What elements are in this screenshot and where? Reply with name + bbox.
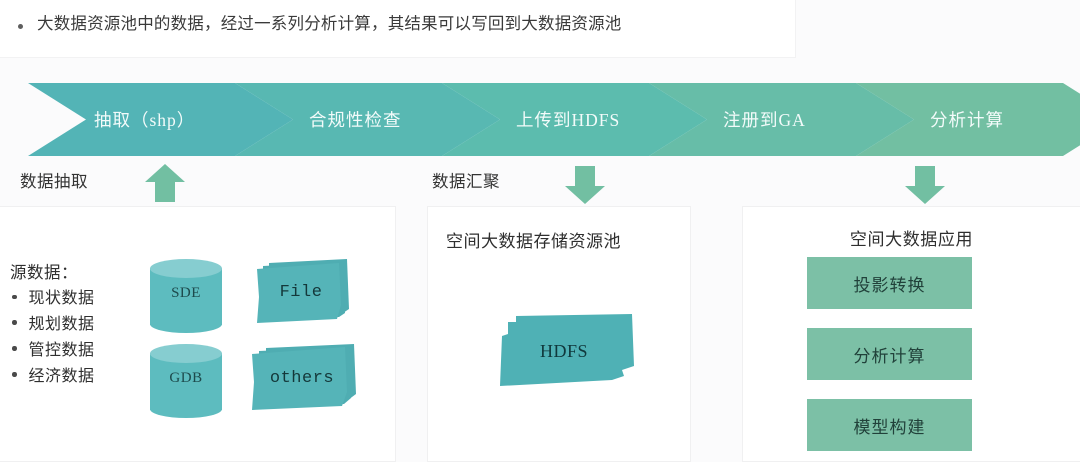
source-data-list-wrap: 源数据： 现状数据 规划数据 管控数据 经济数据 [10,259,150,390]
database-label: SDE [171,285,201,301]
app-box-label: 投影转换 [853,275,926,295]
document-label: HDFS [539,340,589,361]
source-data-list: 现状数据 规划数据 管控数据 经济数据 [10,286,150,390]
list-item-label: 经济数据 [28,367,95,385]
document-icon [257,259,349,323]
app-box-label: 模型构建 [853,417,926,437]
document-shape-hdfs: HDFS [494,310,634,392]
flow-step-label: 合规性检查 [309,110,402,130]
database-cylinder-gdb: GDB [150,344,222,418]
cylinder-top [150,259,222,278]
caption-data-extraction: 数据抽取 [20,172,88,191]
app-box-label: 分析计算 [853,346,926,366]
panel-source-data: 源数据： 现状数据 规划数据 管控数据 经济数据 [0,206,396,462]
bullet-point-icon [12,346,17,351]
cylinder-top [150,344,222,363]
arrow-up-icon [145,164,185,202]
bullet-point-icon [12,320,17,325]
flow-step-analysis-compute[interactable]: 分析计算 [856,83,1080,156]
list-item-label: 规划数据 [28,315,95,333]
document-shape-others: others [248,342,356,414]
header-bullet-row: 大数据资源池中的数据，经过一系列分析计算，其结果可以写回到大数据资源池 [18,12,778,36]
list-item: 经济数据 [10,364,150,390]
bullet-point-icon [12,372,17,377]
flow-step-label: 分析计算 [930,110,1004,130]
source-data-title: 源数据： [10,263,78,282]
header-bullet-text: 大数据资源池中的数据，经过一系列分析计算，其结果可以写回到大数据资源池 [37,14,622,33]
app-box-projection-transform[interactable]: 投影转换 [807,257,972,309]
storage-panel-title: 空间大数据存储资源池 [446,232,621,251]
database-label: GDB [169,370,203,386]
panel-storage-pool: 空间大数据存储资源池 HDFS [427,206,691,462]
app-box-model-building[interactable]: 模型构建 [807,399,972,451]
document-label: File [279,282,323,302]
caption-data-convergence: 数据汇聚 [432,172,500,191]
flow-step-label: 上传到HDFS [516,110,621,130]
list-item: 规划数据 [10,312,150,338]
flow-step-label: 抽取（shp） [94,110,196,130]
app-panel-title: 空间大数据应用 [849,230,974,249]
panel-applications: 空间大数据应用 投影转换 分析计算 模型构建 [742,206,1080,462]
bullet-point-icon [18,24,23,29]
flow-step-label: 注册到GA [723,110,806,130]
bullet-point-icon [12,294,17,299]
app-box-analysis-compute[interactable]: 分析计算 [807,328,972,380]
process-flow-bar: 抽取（shp） 合规性检查 上传到HDFS 注册到GA 分析计算 [28,83,1080,156]
header-card: 大数据资源池中的数据，经过一系列分析计算，其结果可以写回到大数据资源池 [0,0,795,57]
document-shape-file: File [253,257,349,327]
arrow-down-icon-storage [565,166,605,204]
list-item: 管控数据 [10,338,150,364]
list-item-label: 管控数据 [28,341,95,359]
arrow-down-icon-app [905,166,945,204]
list-item-label: 现状数据 [28,290,95,307]
database-cylinder-sde: SDE [150,259,222,333]
document-icon [252,344,356,410]
list-item: 现状数据 [10,286,150,312]
document-label: others [269,368,335,388]
document-icon [500,314,634,386]
